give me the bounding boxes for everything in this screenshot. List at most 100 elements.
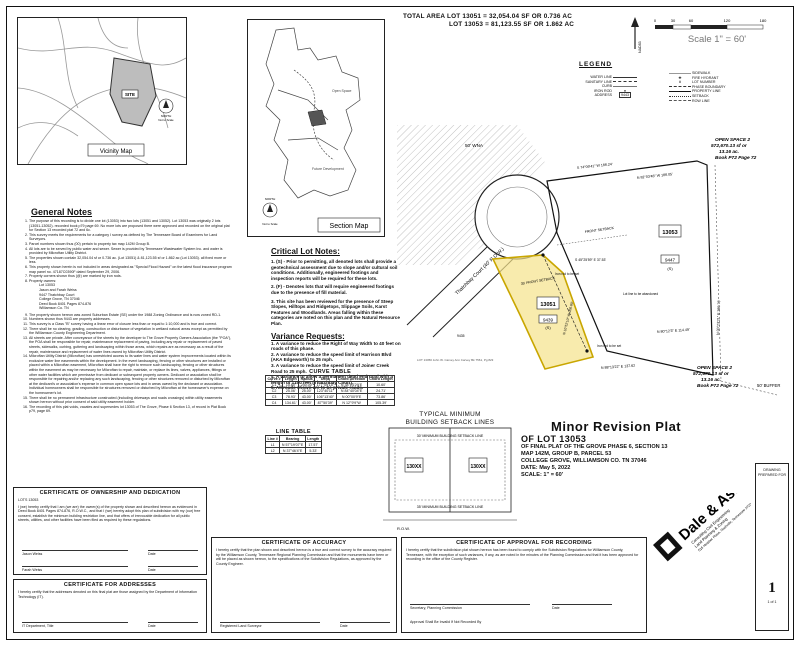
- cert-addresses: CERTIFICATE FOR ADDRESSES I hereby certi…: [13, 579, 207, 633]
- setback-bottom-label: 35' MINIMUM BUILDING SETBACK LINE: [417, 505, 484, 509]
- scale-tick-60: 60: [689, 18, 694, 23]
- plat-line-5: COLLEGE GROVE, WILLIAMSON CO. TN 37046: [521, 458, 647, 464]
- plat-line-4: MAP 142M, GROUP B, PARCEL 53: [521, 451, 612, 457]
- owner-line: Jason and Farah Weiss: [39, 287, 77, 292]
- general-note: This survey is a Class "B" survey having…: [29, 322, 233, 327]
- svg-text:Book P72 Page 72: Book P72 Page 72: [697, 383, 739, 389]
- legend-sidewalk: SIDEWALK: [692, 71, 711, 75]
- north-arrow-icon: NAD83: [631, 17, 642, 53]
- iron-rod-note-2: Iron rod to be set: [555, 272, 579, 276]
- general-note: The property shown hereon was zoned Subu…: [29, 313, 233, 318]
- cert-ownership: CERTIFICATE OF OWNERSHIP AND DEDICATION …: [13, 487, 207, 575]
- legend-lot-number: LOT NUMBER: [692, 80, 716, 85]
- legend-property-line: PROPERTY LINE: [692, 89, 721, 94]
- legend-phase-boundary: PHASE BOUNDARY: [692, 84, 726, 89]
- svg-text:572,670.13 sf or: 572,670.13 sf or: [693, 371, 730, 377]
- general-note: Milcroftan Utility District (Milcroftan)…: [29, 354, 233, 395]
- svg-text:OPEN SPACE 2: OPEN SPACE 2: [715, 137, 750, 143]
- sig-date[interactable]: Date: [148, 550, 198, 556]
- cert-accuracy-title: CERTIFICATE OF ACCURACY: [261, 540, 347, 546]
- section-title: Section Map: [330, 223, 369, 230]
- general-note: Property corners shown thus (@) are mark…: [29, 274, 233, 279]
- legend-address-sample: 9443: [619, 92, 631, 99]
- general-notes-list-2: The property shown hereon was zoned Subu…: [17, 313, 233, 414]
- sheet-number: 1: [768, 580, 776, 596]
- bearing-top: S 74°09'41" W 188.24': [577, 162, 613, 170]
- sheet-side-label: DRAWING PREPARED FOR: [757, 468, 787, 477]
- line-table-title: LINE TABLE: [275, 429, 311, 435]
- sig-date[interactable]: Date: [340, 622, 390, 628]
- cert-approval: CERTIFICATE OF APPROVAL FOR RECORDING I …: [401, 537, 647, 633]
- datum-label: NAD83: [638, 41, 642, 53]
- scale-label: Scale 1" = 60': [688, 34, 746, 45]
- critical-note: 1. (S) - Prior to permitting, all denote…: [271, 259, 398, 281]
- general-note: This survey meets the requirements for a…: [29, 233, 233, 242]
- legend: LEGEND WATER LINE SANITARY LINE CURB IRO…: [519, 61, 789, 123]
- lot-13051-address: 9439: [543, 318, 554, 323]
- bearing-lower: N 80°12'3" E 114.49': [657, 328, 690, 334]
- neighbor-address: 9435: [457, 334, 465, 338]
- sig-jason[interactable]: Jason Weiss: [22, 550, 128, 556]
- cert-ownership-lots: LOTS 13053: [18, 498, 39, 502]
- wna-hatch: [397, 125, 547, 265]
- critical-note: 2. (F) - Denotes lots that will require …: [271, 284, 395, 295]
- front-setback-label-2: 35' FRONT SETBACK: [520, 276, 556, 286]
- legend-right-list: SIDEWALK ✚ FIRE HYDRANT # LOT NUMBER PHA…: [669, 71, 789, 103]
- legend-left-list: WATER LINE SANITARY LINE CURB IRON ROD ●…: [519, 75, 637, 99]
- plat-scale: SCALE: 1" = 60': [521, 472, 564, 478]
- vicinity-map: SITE NORTH Not to Scale Vicinity Map: [17, 17, 187, 165]
- plat-drawing: Thatchbay Court (40' R.O.W.) FRONT SETBA…: [397, 125, 791, 415]
- title-block: Minor Revision Plat OF LOT 13053 OF FINA…: [521, 419, 791, 529]
- iron-rod-icon: [585, 349, 589, 353]
- iron-rod-icon: [541, 253, 545, 257]
- curve-table: CURVE TABLE Curve # Length Radius Delta …: [264, 369, 396, 406]
- scale-tick-180: 180: [760, 18, 767, 23]
- legend-sanitary-line: SANITARY LINE: [585, 79, 612, 84]
- sheet-of: 1 of 1: [767, 600, 777, 604]
- svg-text:572,670.13 sf or: 572,670.13 sf or: [711, 143, 748, 149]
- area-line-1: TOTAL AREA LOT 13051 = 32,054.04 SF OR 0…: [403, 13, 573, 20]
- legend-water-line: WATER LINE: [590, 75, 612, 79]
- lot-13051-number: 13051: [540, 302, 555, 308]
- plat-date: DATE: May 5, 2022: [521, 465, 571, 471]
- section-map: Open Space Future Development NORTH Not …: [247, 19, 385, 237]
- general-note: Numbers shown thus 9443 are property add…: [29, 317, 233, 322]
- owner-line: 9447 Thatchbay Court: [39, 292, 75, 297]
- property-owners: Lot 13053 Jason and Farah Weiss 9447 Tha…: [17, 283, 233, 311]
- legend-row-line: ROW LINE: [692, 98, 710, 103]
- svg-text:OPEN SPACE 2: OPEN SPACE 2: [697, 365, 732, 371]
- wna-label: 50' WNA: [465, 143, 484, 148]
- general-note: Parcel numbers shown thus (00) pertain t…: [29, 242, 233, 247]
- sig-farah[interactable]: Farah Weiss: [22, 566, 128, 572]
- sig-date[interactable]: Date: [552, 604, 612, 610]
- vicinity-site-label: SITE: [125, 92, 135, 97]
- setback-lot-a: 130XX: [406, 464, 422, 470]
- lot-13053-boundary: [546, 160, 714, 376]
- sig-date[interactable]: Date: [148, 622, 198, 628]
- setback-top-label: 30' MINIMUM BUILDING SETBACK LINE: [417, 434, 484, 438]
- sig-surveyor[interactable]: Registered Land Surveyor: [220, 622, 320, 628]
- setback-diagram: TYPICAL MINIMUM BUILDING SETBACK LINES 1…: [383, 411, 517, 537]
- bearing-bottom: N 88°13'22" E 137.62: [601, 364, 636, 370]
- critical-note: 3. This site has been reviewed for the p…: [271, 298, 400, 326]
- general-note: Property owners:: [29, 279, 233, 284]
- sig-it-department[interactable]: IT Department, Title: [22, 622, 128, 628]
- firm-block: Dale & Associates Consulting Civil Engin…: [647, 445, 783, 633]
- owner-line: College Grove, TN 37046: [39, 297, 80, 302]
- setback-lot-b: 130XX: [470, 464, 486, 470]
- iron-rod-note: Iron rod to be set: [597, 344, 621, 348]
- svg-text:13.16 ac.: 13.16 ac.: [719, 149, 739, 155]
- sig-secretary[interactable]: Secretary, Planning Commission: [410, 604, 530, 610]
- general-notes-list: The purpose of this recording is to divi…: [17, 219, 233, 283]
- cert-accuracy: CERTIFICATE OF ACCURACY I hereby certify…: [211, 537, 397, 633]
- svg-text:Book P72 Page 72: Book P72 Page 72: [715, 155, 757, 161]
- lot-13051-s: (S): [545, 325, 551, 330]
- setback-title-2: BUILDING SETBACK LINES: [405, 418, 495, 426]
- sig-date[interactable]: Date: [148, 566, 198, 572]
- open-space-bottom: OPEN SPACE 2 572,670.13 sf or 13.16 ac. …: [693, 365, 739, 389]
- vicinity-north-label: NORTH: [161, 114, 172, 118]
- lot-13053-number: 13053: [662, 230, 677, 236]
- cert-accuracy-body: I hereby certify that the plan shown and…: [216, 548, 392, 566]
